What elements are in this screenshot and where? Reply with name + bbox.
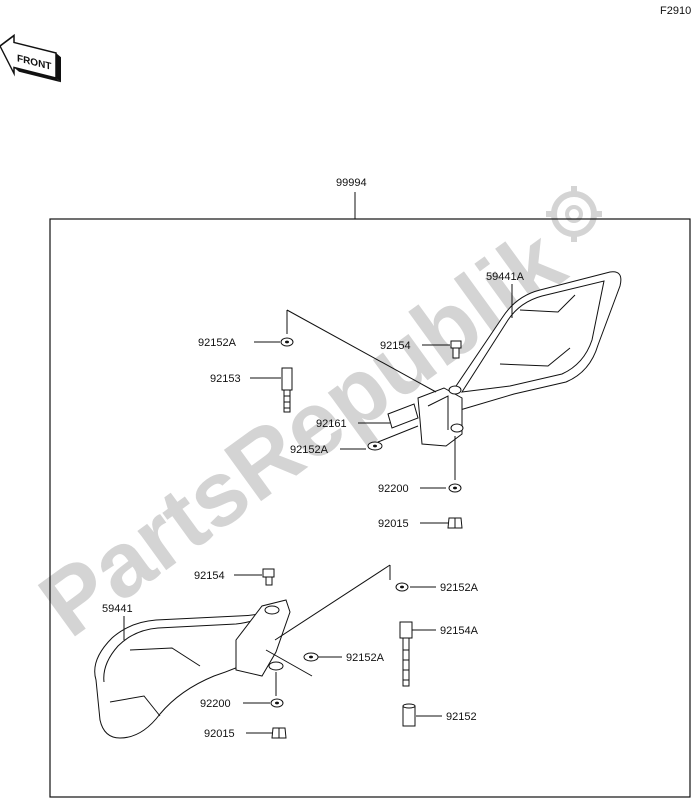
spacer-92152	[402, 703, 416, 727]
label-59441: 59441	[102, 603, 133, 615]
assembly-frame	[49, 218, 691, 798]
label-92154A: 92154A	[440, 625, 479, 637]
label-92015-bottom: 92015	[204, 728, 235, 740]
mirror-left-59441	[94, 599, 291, 739]
label-92154-top: 92154	[380, 340, 411, 352]
label-92015-top: 92015	[378, 518, 409, 530]
nut-92015-bottom	[271, 727, 287, 739]
nut-92015-top	[447, 517, 463, 529]
label-92153: 92153	[210, 373, 241, 385]
screw-92154-bottom	[262, 568, 275, 586]
assembly-number-label: 99994	[336, 177, 367, 189]
front-arrow-badge: FRONT	[0, 33, 61, 83]
label-92152A-right: 92152A	[440, 582, 479, 594]
label-92152: 92152	[446, 711, 477, 723]
label-92200-bottom: 92200	[200, 698, 231, 710]
label-92161: 92161	[316, 418, 347, 430]
bolt-92153	[281, 367, 293, 413]
bolt-92154A	[399, 621, 413, 687]
screw-92154-top	[450, 340, 462, 359]
label-92200-top: 92200	[378, 483, 409, 495]
label-59441A: 59441A	[486, 271, 525, 283]
label-92152A-top: 92152A	[198, 337, 237, 349]
label-92152A-low: 92152A	[346, 652, 385, 664]
figure-code: F2910	[660, 5, 691, 17]
gear-icon	[546, 186, 602, 242]
label-92154-bottom: 92154	[194, 570, 225, 582]
mirror-right-59441A	[387, 271, 622, 447]
watermark: PartsRepublik	[22, 186, 602, 656]
label-92152A-mid: 92152A	[290, 444, 329, 456]
